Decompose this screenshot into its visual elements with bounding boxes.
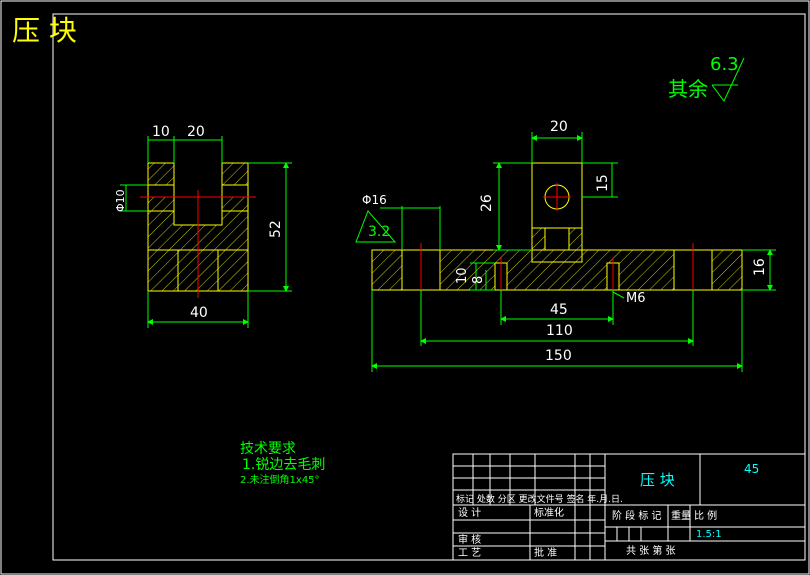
title-block-process: 工 艺 <box>458 547 481 559</box>
title-block-review: 审 核 <box>458 533 481 546</box>
title-block-standard: 标准化 <box>534 506 564 519</box>
title-block-stage: 阶 段 标 记 <box>612 509 662 522</box>
side-dim-150: 150 <box>545 348 572 364</box>
tech-req-heading: 技术要求 <box>240 441 296 457</box>
title-block-scale: 1.5:1 <box>696 529 722 540</box>
side-dim-20: 20 <box>550 119 568 135</box>
title-block-part-name: 压 块 <box>640 471 675 489</box>
side-dim-16: 16 <box>752 258 768 276</box>
title-block-design: 设 计 <box>458 506 481 519</box>
side-thread-m6: M6 <box>626 291 646 306</box>
front-dim-phi10: Φ10 <box>114 189 127 212</box>
front-dim-52: 52 <box>268 220 284 238</box>
side-dim-110: 110 <box>546 323 573 339</box>
title-block-weight: 重量 <box>671 509 691 522</box>
side-dim-10: 10 <box>455 267 470 284</box>
side-view: 20 26 15 Φ16 3.2 10 8 16 45 M6 <box>355 119 776 372</box>
tech-requirements: 技术要求 1.锐边去毛刺 2.未注倒角1x45° <box>240 441 325 486</box>
roughness-symbol: 其余 6.3 <box>668 54 745 102</box>
side-dim-15: 15 <box>595 174 611 192</box>
inner-frame <box>52 13 806 561</box>
title-block-material: 45 <box>744 462 759 476</box>
side-roughness-32: 3.2 <box>368 224 390 240</box>
side-dim-8: 8 <box>471 276 486 284</box>
roughness-value: 6.3 <box>710 54 739 75</box>
front-dim-40: 40 <box>190 305 208 321</box>
title-block-mark-row: 标记 处数 分区 更改文件号 签名 年.月.日. <box>456 493 623 505</box>
title-block-sheets: 共 张 第 张 <box>626 544 676 557</box>
side-dim-45: 45 <box>550 302 568 318</box>
drawing-title: 压 块 <box>12 14 77 47</box>
title-block-scale-label: 比 例 <box>694 509 717 522</box>
side-dim-26: 26 <box>479 194 495 212</box>
tech-req-line2: 2.未注倒角1x45° <box>240 473 320 486</box>
front-view: 10 20 Φ10 52 40 <box>114 124 292 328</box>
roughness-note: 其余 <box>668 77 708 101</box>
tech-req-line1: 1.锐边去毛刺 <box>242 457 325 473</box>
title-block-approve: 批 准 <box>534 546 557 559</box>
title-block: 压 块 45 标记 处数 分区 更改文件号 签名 年.月.日. 设 计 标准化 … <box>452 453 806 561</box>
front-dim-10: 10 <box>152 124 170 140</box>
side-dim-phi16: Φ16 <box>362 193 387 207</box>
front-dim-20: 20 <box>187 124 205 140</box>
